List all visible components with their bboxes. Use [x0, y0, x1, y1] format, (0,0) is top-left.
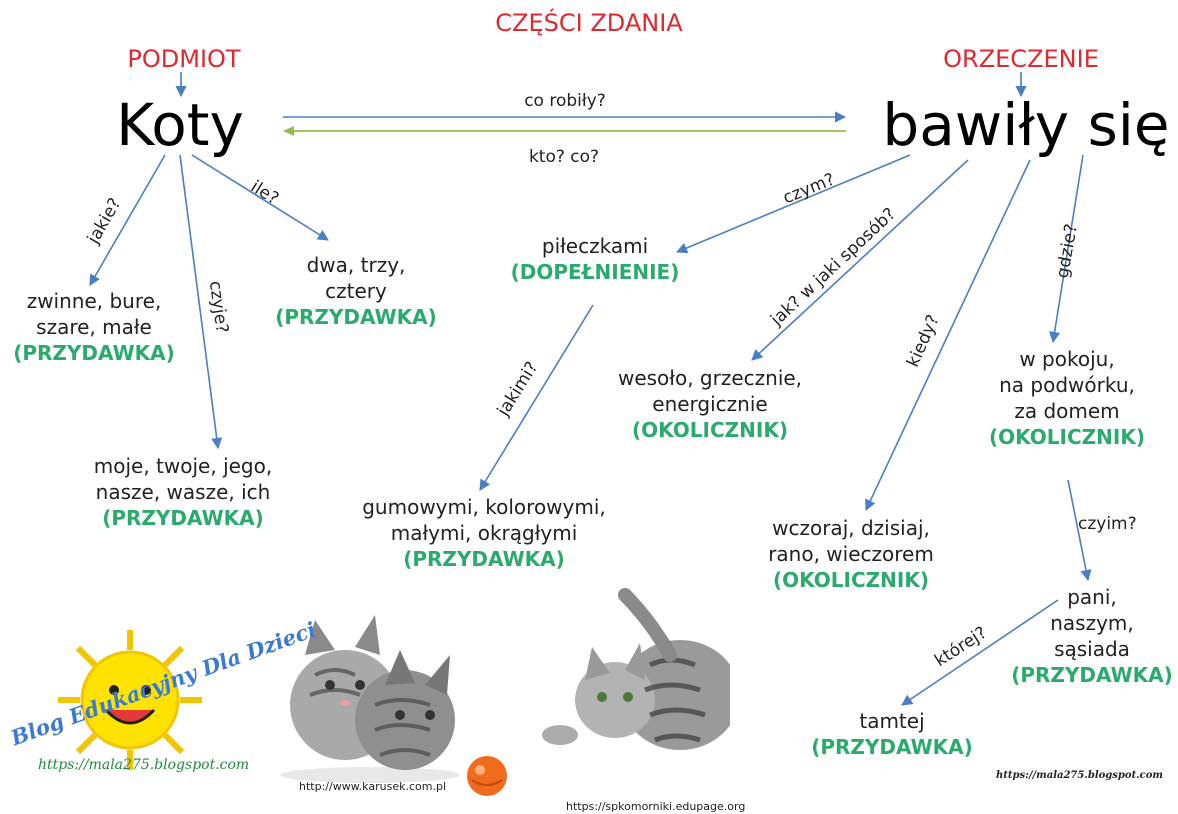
- credit-mala: https://mala275.blogspot.com: [996, 770, 1164, 781]
- ball-photo: [467, 756, 507, 796]
- node-tag: (PRZYDAWKA): [102, 506, 264, 530]
- node-wczoraj: wczoraj, dzisiaj, rano, wieczorem (OKOLI…: [768, 515, 934, 593]
- arrow-ile: [191, 154, 329, 241]
- node-tamtej: tamtej (PRZYDAWKA): [811, 708, 973, 760]
- node-tag: (PRZYDAWKA): [275, 305, 437, 329]
- node-line: dwa, trzy,: [306, 253, 406, 277]
- arrow-jakimi: [479, 304, 594, 491]
- predicate-word: bawiły się: [882, 91, 1170, 159]
- subject-heading: PODMIOT: [127, 45, 241, 73]
- node-line: za domem: [1014, 399, 1120, 423]
- label-kto-co: kto? co?: [528, 147, 600, 167]
- node-line: wesoło, grzecznie,: [617, 366, 803, 390]
- node-tag: (OKOLICZNIK): [773, 568, 929, 592]
- kittens-photo: [280, 615, 460, 783]
- blog-logo: [58, 630, 202, 770]
- arrow-czyje: [179, 154, 223, 450]
- node-line: sąsiada: [1054, 637, 1130, 661]
- node-line: gumowymi, kolorowymi,: [362, 495, 606, 519]
- node-line: energicznie: [652, 392, 768, 416]
- node-pileczkami: piłeczkami (DOPEŁNIENIE): [511, 233, 680, 285]
- subject-word: Koty: [116, 91, 244, 159]
- logo-url: https://mala275.blogspot.com: [38, 757, 250, 773]
- node-tag: (OKOLICZNIK): [989, 425, 1145, 449]
- predicate-heading: ORZECZENIE: [943, 45, 1099, 73]
- credit-edupage: https://spkomorniki.edupage.org: [566, 800, 746, 813]
- node-tag: (PRZYDAWKA): [1011, 663, 1173, 687]
- node-line: nasze, wasze, ich: [95, 480, 271, 504]
- arrow-kiedy: [865, 159, 1031, 512]
- label-co-robily: co robiły?: [524, 91, 606, 111]
- node-line: zwinne, bure,: [26, 289, 162, 313]
- node-line: cztery: [325, 279, 387, 303]
- node-wesolo: wesoło, grzecznie, energicznie (OKOLICZN…: [618, 365, 802, 443]
- arrow-jak: [751, 159, 969, 361]
- playing-kitten-photo: [542, 588, 730, 750]
- node-line: szare, małe: [36, 315, 152, 339]
- arrow-czym: [675, 154, 911, 254]
- node-line: rano, wieczorem: [768, 542, 934, 566]
- arrow-ktorej: [901, 599, 1059, 706]
- diagram-title: CZĘŚCI ZDANIA: [495, 9, 683, 37]
- node-line: naszym,: [1050, 611, 1134, 635]
- node-tag: (PRZYDAWKA): [13, 341, 175, 365]
- node-tag: (OKOLICZNIK): [632, 418, 788, 442]
- node-tag: (PRZYDAWKA): [811, 735, 973, 759]
- arrow-jakie: [89, 154, 166, 286]
- node-pokoju: w pokoju, na podwórku, za domem (OKOLICZ…: [989, 346, 1145, 450]
- node-line: tamtej: [859, 709, 925, 733]
- node-pani: pani, naszym, sąsiada (PRZYDAWKA): [1011, 584, 1173, 688]
- node-tag: (PRZYDAWKA): [403, 547, 565, 571]
- arrow-czyim: [1067, 479, 1092, 582]
- node-line: w pokoju,: [1019, 347, 1115, 371]
- node-moje: moje, twoje, jego, nasze, wasze, ich (PR…: [94, 453, 272, 531]
- question-czyim: czyim?: [1078, 514, 1137, 534]
- node-line: moje, twoje, jego,: [93, 454, 273, 478]
- node-line: pani,: [1067, 585, 1117, 609]
- node-line: piłeczkami: [541, 234, 649, 258]
- node-zwinne: zwinne, bure, szare, małe (PRZYDAWKA): [13, 288, 175, 366]
- node-line: na podwórku,: [999, 373, 1135, 397]
- node-dwa: dwa, trzy, cztery (PRZYDAWKA): [275, 252, 437, 330]
- node-tag: (DOPEŁNIENIE): [510, 260, 680, 284]
- arrow-kto-co: [283, 126, 846, 136]
- node-line: wczoraj, dzisiaj,: [772, 516, 930, 540]
- arrow-gdzie: [1049, 154, 1084, 344]
- node-gumowymi: gumowymi, kolorowymi, małymi, okrągłymi …: [362, 494, 606, 572]
- node-line: małymi, okrągłymi: [390, 521, 578, 545]
- credit-karusek: http://www.karusek.com.pl: [299, 780, 446, 793]
